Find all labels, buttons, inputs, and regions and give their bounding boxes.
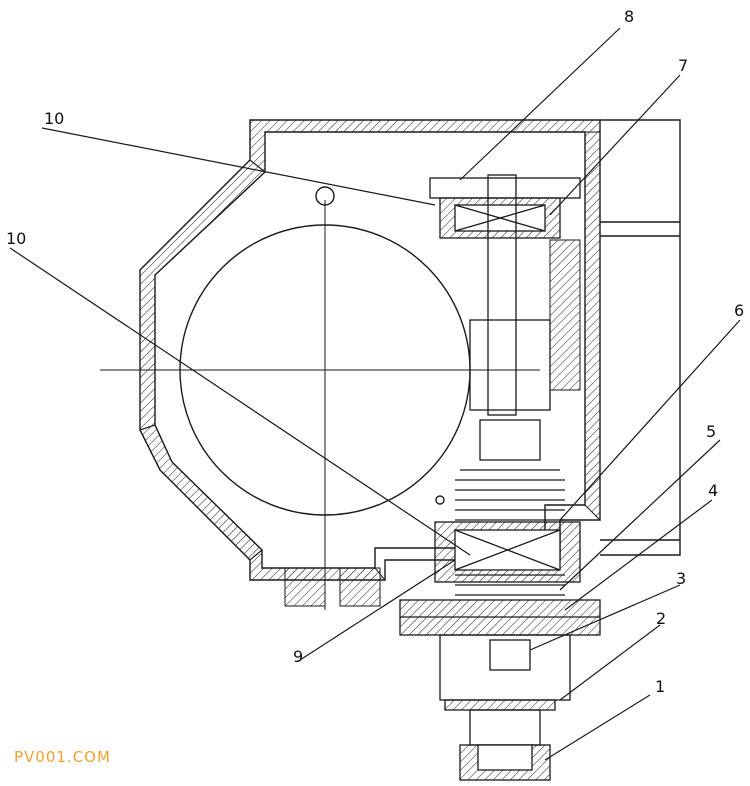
label-1: 1	[655, 677, 665, 696]
label-4: 4	[708, 481, 718, 500]
shaft-assembly	[399, 174, 601, 781]
hatched-walls	[139, 119, 601, 607]
label-3: 3	[676, 569, 686, 588]
label-2: 2	[656, 609, 666, 628]
label-7: 7	[678, 56, 688, 75]
label-9: 9	[293, 647, 303, 666]
watermark: PV001.COM	[14, 748, 111, 766]
label-10-left: 10	[6, 229, 26, 248]
part-labels: 1 2 3 4 5 6 7 8 9 10 10	[6, 7, 744, 696]
label-6: 6	[734, 301, 744, 320]
label-8: 8	[624, 7, 634, 26]
leader-lines	[9, 27, 741, 761]
label-5: 5	[706, 422, 716, 441]
label-10-top: 10	[44, 109, 64, 128]
